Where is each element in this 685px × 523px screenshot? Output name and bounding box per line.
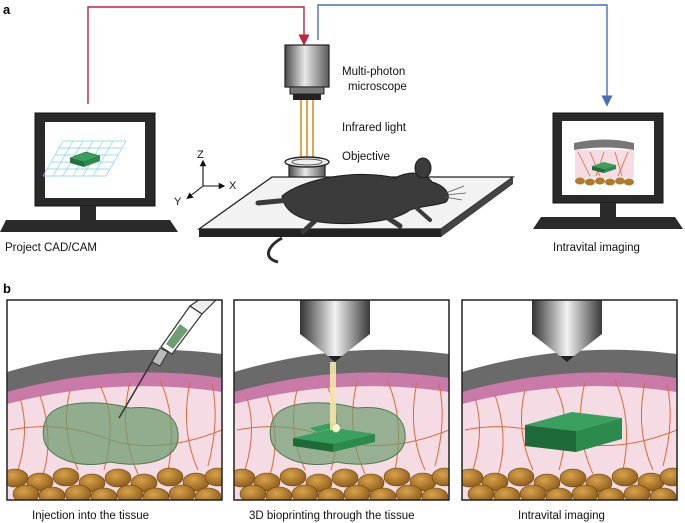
- signal-arrow-to-imaging: [317, 4, 613, 107]
- cad-block-model: [69, 151, 101, 167]
- signal-arrow-to-microscope: [87, 6, 310, 104]
- subpanel-bioprinting-frame: [233, 299, 450, 501]
- caption-injection: Injection into the tissue: [32, 510, 149, 522]
- panel-a-letter: a: [3, 2, 11, 17]
- microscope: [284, 44, 330, 100]
- imaging-preview: [574, 139, 634, 186]
- microscope-label-line1: Multi-photon: [342, 66, 405, 78]
- axis-x-label: X: [229, 180, 237, 192]
- subpanel-bioprinting: [234, 300, 449, 500]
- panel-b-letter: b: [3, 281, 11, 296]
- mouse: [255, 157, 467, 264]
- axis-z-label: Z: [197, 149, 204, 161]
- right-monitor-caption: Intravital imaging: [553, 242, 640, 254]
- printed-structure-final: [525, 412, 622, 452]
- objective-cone-printing: [300, 300, 370, 362]
- left-monitor-caption: Project CAD/CAM: [5, 242, 97, 254]
- caption-imaging: Intravital imaging: [518, 510, 605, 522]
- infrared-light-label: Infrared light: [342, 122, 407, 134]
- microscope-label-line2: microscope: [348, 81, 407, 93]
- objective-label: Objective: [342, 151, 390, 163]
- caption-bioprinting: 3D bioprinting through the tissue: [249, 510, 415, 522]
- subpanel-injection: [7, 300, 222, 500]
- axis-y-label: Y: [174, 196, 182, 208]
- coordinate-axes: [186, 159, 226, 200]
- subpanel-imaging: [462, 300, 677, 500]
- left-monitor: [0, 112, 178, 232]
- subpanel-imaging-frame: [461, 299, 678, 501]
- syringe: [118, 300, 217, 419]
- objective-cone-imaging: [532, 300, 602, 362]
- infrared-light-beam: [300, 100, 314, 157]
- subpanel-injection-frame: [6, 299, 223, 501]
